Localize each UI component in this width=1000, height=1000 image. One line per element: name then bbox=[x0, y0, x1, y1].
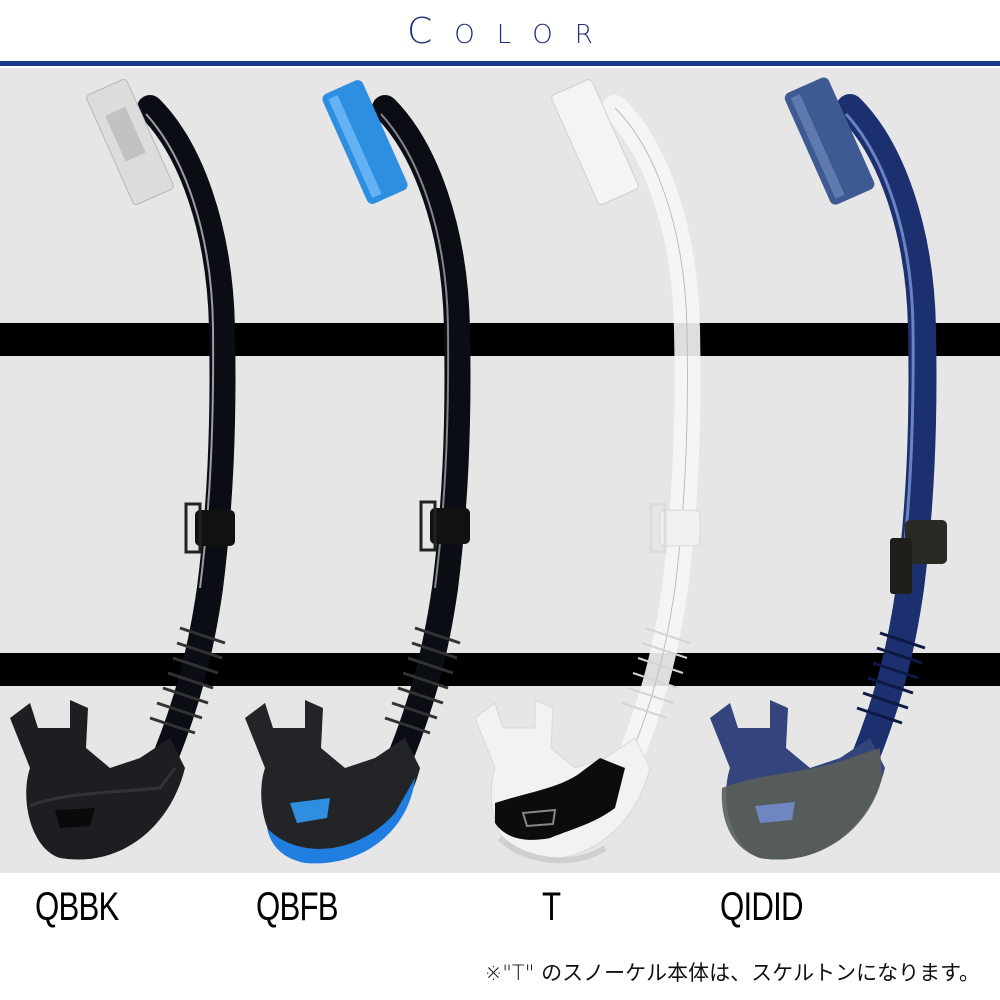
snorkel-clear-icon bbox=[474, 79, 701, 864]
color-code-labels: QBBK QBFB T QIDID bbox=[0, 873, 1000, 948]
snorkel-qidid[interactable] bbox=[700, 68, 960, 873]
header: COLOR bbox=[0, 0, 1000, 61]
snorkel-blue-accent-icon bbox=[245, 80, 471, 864]
page-title: COLOR bbox=[0, 8, 1000, 59]
snorkel-navy-icon bbox=[710, 77, 947, 860]
title-rest: OLOR bbox=[454, 20, 615, 50]
snorkel-qbfb[interactable] bbox=[235, 68, 495, 873]
header-rule bbox=[0, 61, 1000, 66]
title-first-letter: C bbox=[407, 11, 455, 52]
snorkel-t[interactable] bbox=[465, 68, 725, 873]
background-band-upper bbox=[0, 323, 1000, 356]
background-band-lower bbox=[0, 653, 1000, 686]
label-t: T bbox=[542, 885, 561, 929]
label-qbfb: QBFB bbox=[256, 885, 339, 929]
snorkel-qbbk[interactable] bbox=[0, 68, 260, 873]
footnote: ※"T" のスノーケル本体は、スケルトンになります。 bbox=[484, 961, 980, 985]
label-qidid: QIDID bbox=[720, 885, 804, 929]
product-panel bbox=[0, 68, 1000, 873]
label-qbbk: QBBK bbox=[35, 885, 119, 929]
snorkel-black-icon bbox=[10, 79, 236, 860]
